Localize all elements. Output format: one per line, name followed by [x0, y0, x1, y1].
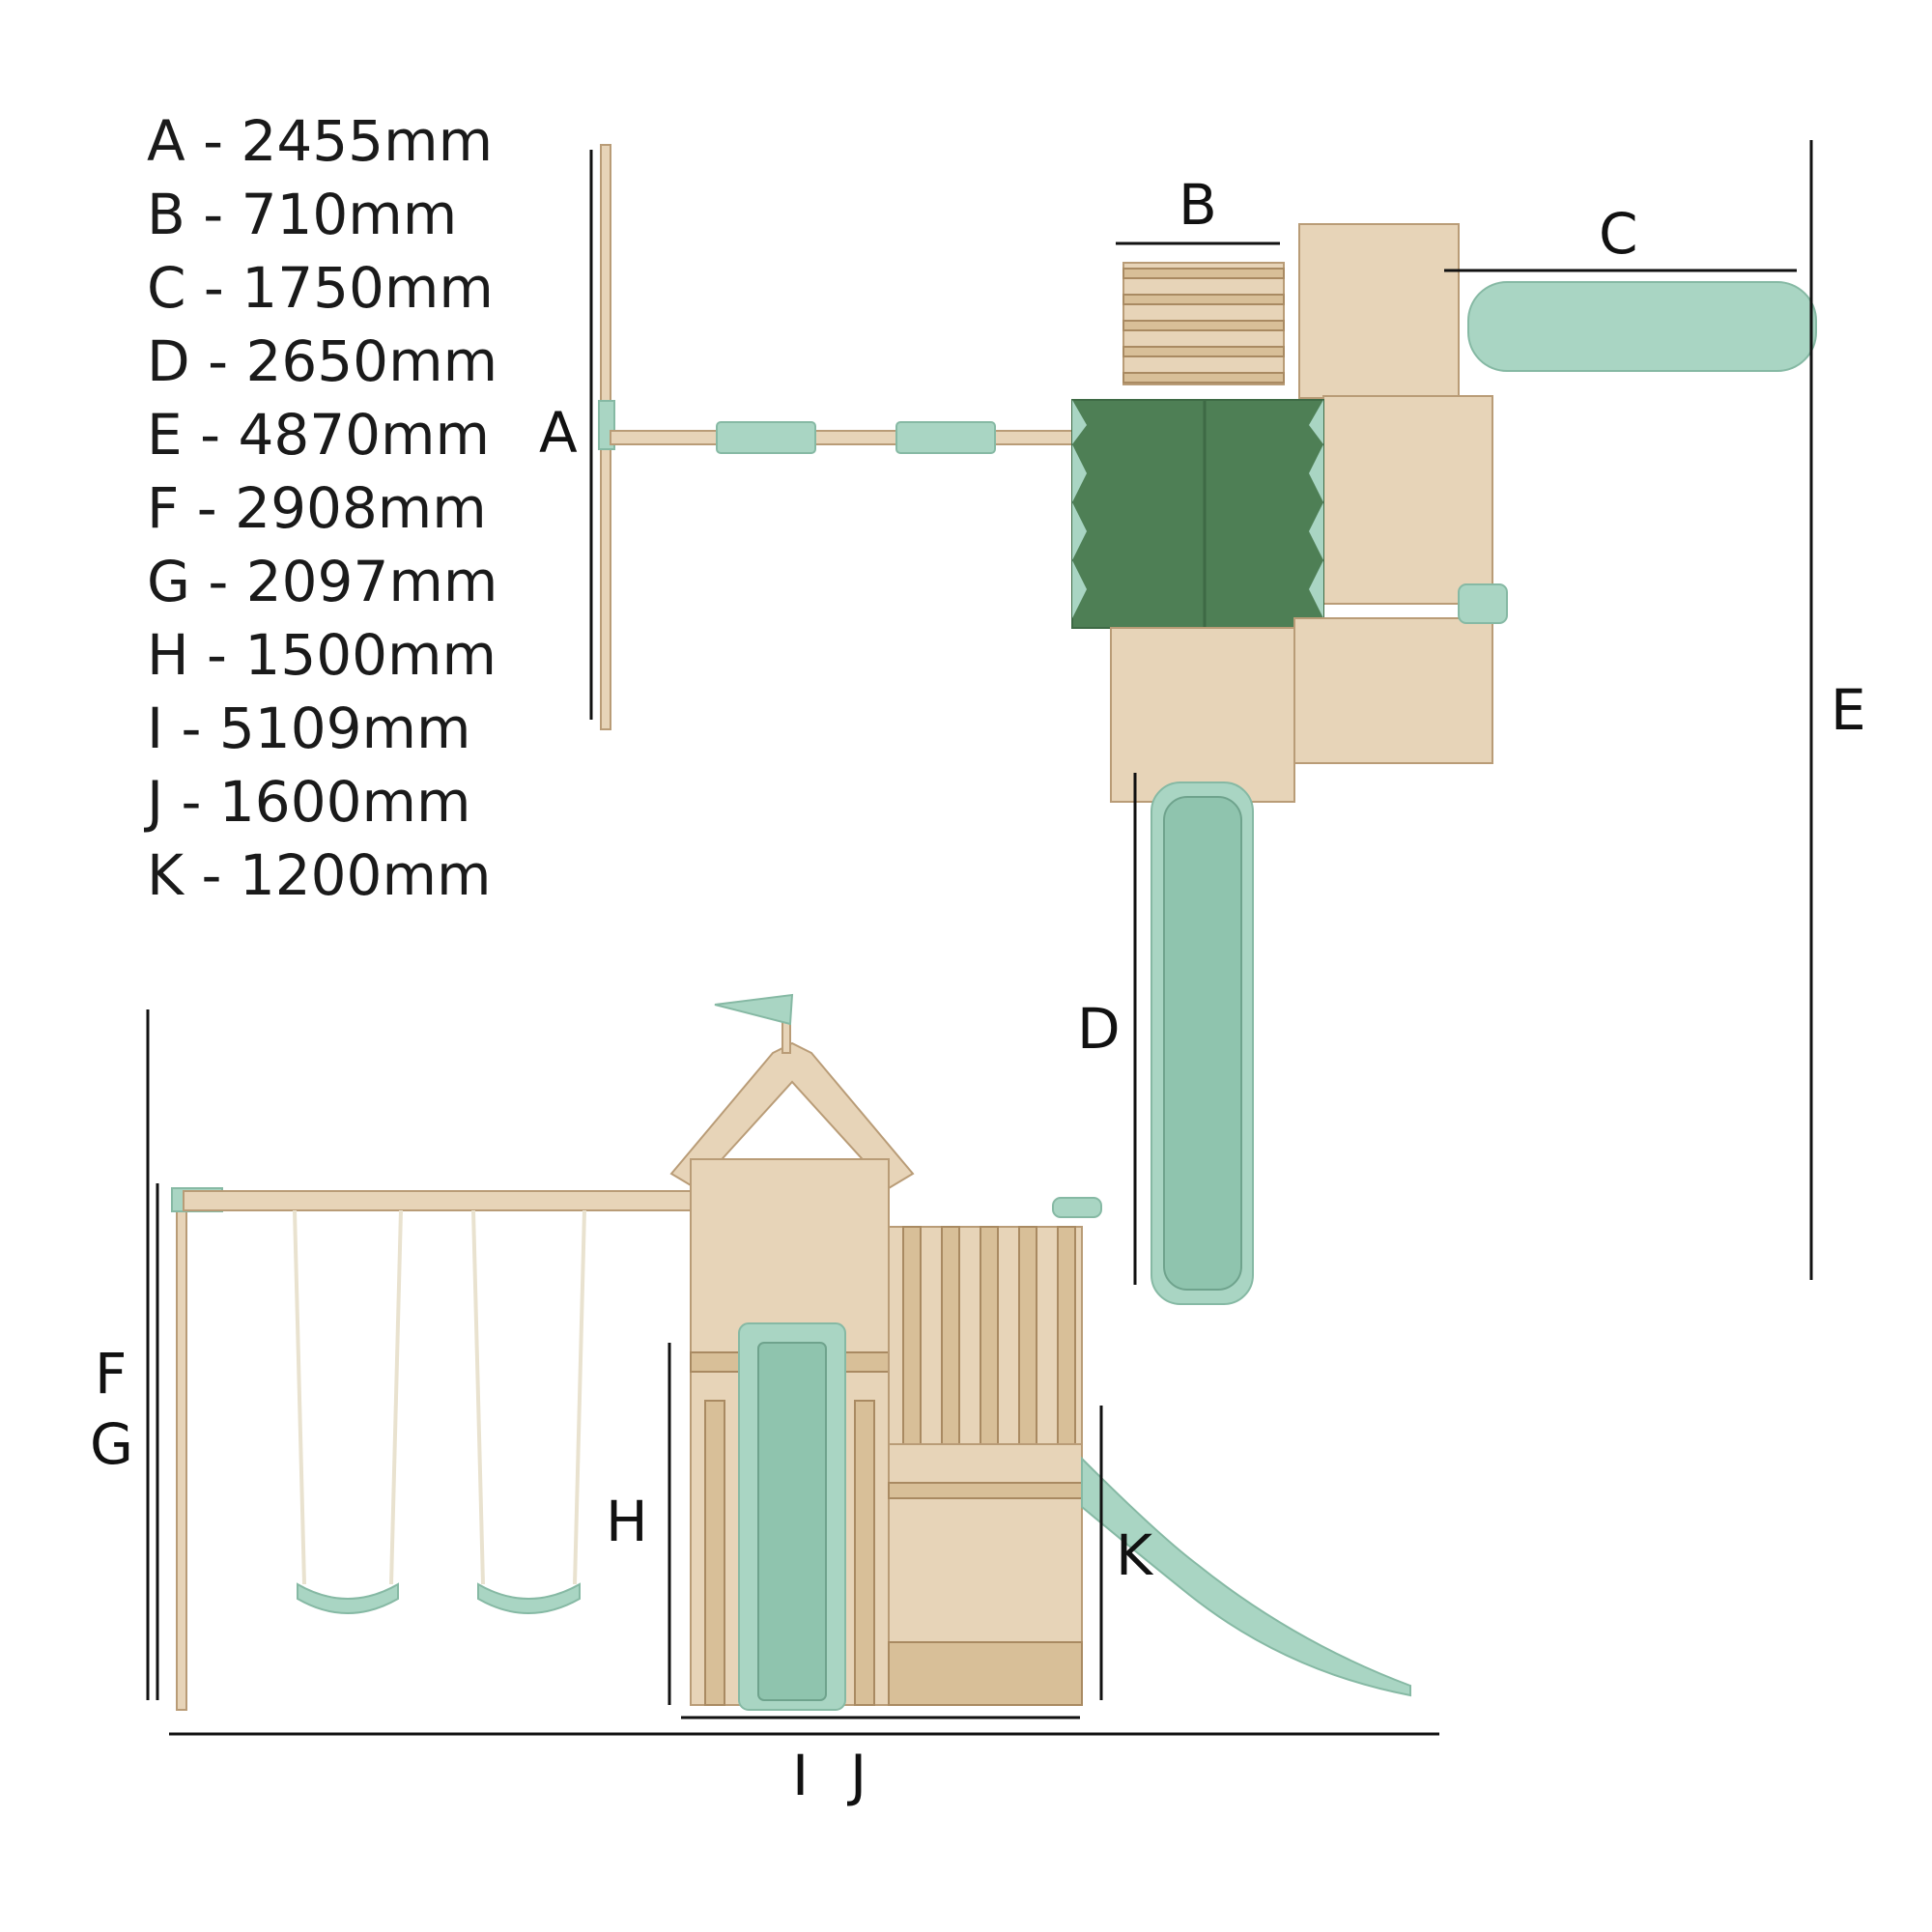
top-slide-d-bed	[1163, 796, 1242, 1291]
side-swing-beam	[183, 1190, 696, 1211]
label-c: C	[1599, 201, 1638, 267]
tower-post	[854, 1400, 875, 1706]
top-climbing-frame	[1122, 262, 1285, 385]
swing-seat-left	[297, 1582, 399, 1614]
rung	[1122, 372, 1285, 384]
tower-flag	[714, 993, 794, 1026]
dimension-c: C - 1750mm	[147, 255, 494, 321]
fence-slat	[1057, 1226, 1076, 1445]
dimension-b: B - 710mm	[147, 182, 458, 247]
fence-slat	[941, 1226, 960, 1445]
tower-post	[704, 1400, 725, 1706]
dimension-k: K - 1200mm	[147, 842, 492, 908]
dimension-d: D - 2650mm	[147, 328, 498, 394]
label-e: E	[1831, 677, 1866, 743]
top-lower-deck-right	[1293, 617, 1493, 764]
lower-bar	[888, 1482, 1083, 1499]
rung	[1122, 346, 1285, 357]
rung	[1122, 268, 1285, 279]
rung	[1122, 320, 1285, 331]
top-canopy	[1071, 399, 1324, 629]
label-j: J	[847, 1743, 867, 1808]
label-f: F	[95, 1341, 127, 1406]
dimension-j: J - 1600mm	[147, 769, 471, 835]
side-telescope	[1052, 1197, 1102, 1218]
label-g: G	[90, 1411, 133, 1477]
dimension-g: G - 2097mm	[147, 549, 498, 614]
dimension-f: F - 2908mm	[147, 475, 487, 541]
dimensions-legend: A - 2455mm B - 710mm C - 1750mm D - 2650…	[147, 104, 497, 912]
swing-rope	[573, 1209, 586, 1585]
top-swing-seat-2	[895, 421, 996, 454]
top-tower-deck	[1298, 223, 1460, 399]
dimension-h: H - 1500mm	[147, 622, 497, 688]
dimension-a: A - 2455mm	[147, 108, 494, 174]
sandpit-wall	[888, 1641, 1083, 1706]
dimension-i: I - 5109mm	[147, 696, 471, 761]
swing-rope	[389, 1209, 403, 1585]
label-h: H	[606, 1489, 648, 1554]
side-swing-post	[176, 1187, 187, 1711]
side-front-slide-bed	[757, 1342, 827, 1701]
top-telescope	[1458, 583, 1508, 624]
label-d: D	[1077, 996, 1121, 1062]
swing-rope	[471, 1209, 485, 1585]
dimension-e: E - 4870mm	[147, 402, 491, 468]
side-slide-k	[1081, 1456, 1411, 1697]
rung	[1122, 294, 1285, 305]
label-k: K	[1116, 1522, 1154, 1588]
canopy-edge-right	[1309, 400, 1323, 618]
swing-rope	[293, 1209, 306, 1585]
top-slide-c	[1467, 281, 1817, 372]
fence-slat	[980, 1226, 999, 1445]
swing-seat-right	[477, 1582, 581, 1614]
label-i: I	[792, 1743, 809, 1808]
dimension-lines: A B C D E F G H K I J	[90, 140, 1866, 1808]
label-a: A	[539, 400, 578, 466]
top-swing-beam	[610, 430, 1073, 445]
label-b: B	[1179, 172, 1217, 238]
top-lower-deck	[1110, 627, 1295, 803]
side-view	[171, 993, 1411, 1711]
top-view	[598, 144, 1817, 1305]
fence-slat	[902, 1226, 922, 1445]
top-swing-seat-1	[716, 421, 816, 454]
fence-slat	[1018, 1226, 1037, 1445]
canopy-edge-left	[1072, 400, 1087, 618]
top-platform-right	[1322, 395, 1493, 605]
